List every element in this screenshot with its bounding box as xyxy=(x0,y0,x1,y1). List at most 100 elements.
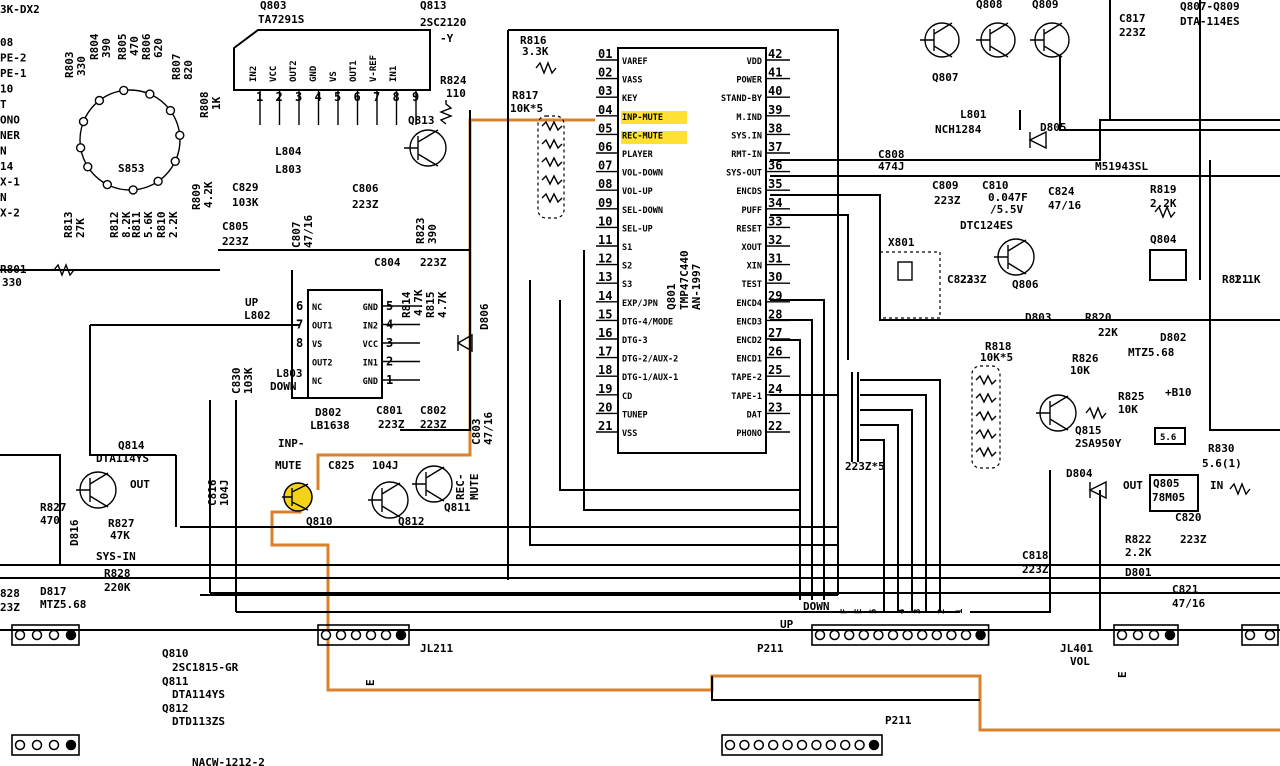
resistor-r801 xyxy=(53,263,75,277)
mcu-pin-name-reset: RESET xyxy=(736,224,762,234)
component-label: D817 xyxy=(40,585,67,598)
mcu-pin-name-tape-1: TAPE-1 xyxy=(731,392,762,402)
connector-p211-top xyxy=(811,624,990,646)
svg-text:2: 2 xyxy=(937,609,947,614)
component-label: 474J xyxy=(878,160,905,173)
connector-left-bottom xyxy=(11,734,80,756)
component-label: 23Z xyxy=(0,601,20,614)
component-label: 5.6(1) xyxy=(1202,457,1242,470)
component-label: 0.047F xyxy=(988,191,1028,204)
component-label: DOWN xyxy=(270,380,297,393)
left-edge-label: 10 xyxy=(0,83,13,96)
r818-resistor xyxy=(975,446,997,458)
inp-mute-highlight xyxy=(621,111,687,124)
svg-text:R809: R809 xyxy=(190,184,203,211)
p211-pin xyxy=(887,629,899,641)
component-label: R827 xyxy=(40,501,67,514)
inp-mute-trace-up xyxy=(316,118,595,490)
transistor-q810 xyxy=(282,482,313,512)
component-label: MUTE xyxy=(275,459,302,472)
left2-pin xyxy=(65,739,77,751)
component-label: R816 xyxy=(520,34,547,47)
mcu-pin-num: 02 xyxy=(598,66,612,80)
p211-pin xyxy=(858,629,870,641)
jl211-pin xyxy=(335,629,347,641)
component-label: 3K-DX2 xyxy=(0,3,40,16)
svg-text:4.7K: 4.7K xyxy=(412,289,425,316)
svg-text:D806: D806 xyxy=(478,303,491,330)
component-label: Q810 xyxy=(162,647,189,660)
svg-text:R803: R803 xyxy=(63,52,76,79)
d802-left-num: 6 xyxy=(296,299,303,313)
mcu-pin-num: 11 xyxy=(598,233,612,247)
box-5-6-label: 5.6 xyxy=(1160,433,1176,443)
component-label: DTD113ZS xyxy=(172,715,225,728)
mcu-pin-num: 24 xyxy=(768,382,782,396)
left-edge-label: X-2 xyxy=(0,207,20,220)
component-label: D801 xyxy=(1125,566,1152,579)
mcu-pin-num: 12 xyxy=(598,252,612,266)
component-label: C810 xyxy=(982,179,1009,192)
component-label: /5.5V xyxy=(990,203,1023,216)
svg-text:R804: R804 xyxy=(88,33,101,60)
r817-resistor xyxy=(541,174,563,186)
svg-text:5.6K: 5.6K xyxy=(142,211,155,238)
mcu-pin-num: 35 xyxy=(768,177,782,191)
component-label: R801 xyxy=(0,263,27,276)
component-label: Q808 xyxy=(976,0,1003,11)
mcu-pin-name-inp-mute: INP-MUTE xyxy=(622,113,663,123)
jl211-pin xyxy=(365,629,377,641)
svg-text:103K: 103K xyxy=(242,367,255,394)
p211b-pin xyxy=(854,739,865,751)
box-5-6 xyxy=(1154,427,1186,445)
component-label: C824 xyxy=(1048,185,1075,198)
connector-jl211 xyxy=(317,624,410,646)
mcu-pin-name-exp-jpn: EXP/JPN xyxy=(622,299,658,309)
component-label: C820 xyxy=(1175,511,1202,524)
mcu-pin-name-encd3: ENCD3 xyxy=(736,317,762,327)
transistor-q811 xyxy=(412,465,453,503)
component-label: 828 xyxy=(0,587,20,600)
svg-text:1K: 1K xyxy=(210,96,223,110)
r817-resistor xyxy=(541,138,563,150)
mcu-pin-num: 27 xyxy=(768,326,782,340)
component-label: L803 xyxy=(276,367,303,380)
q805-box xyxy=(1149,474,1199,512)
mcu-pin-num: 20 xyxy=(598,400,612,414)
transistor-q815 xyxy=(1036,394,1077,432)
component-label: 223Z*5 xyxy=(845,460,885,473)
jl401-pin xyxy=(1148,629,1160,641)
mcu-pin-name-stand-by: STAND-BY xyxy=(721,94,763,104)
svg-text:390: 390 xyxy=(100,38,113,58)
component-label: Q811 xyxy=(444,501,471,514)
p211b-pin xyxy=(724,739,736,751)
component-label: 223Z xyxy=(934,194,961,207)
d802-left-pin: NC xyxy=(312,377,322,387)
d802-left-pin: OUT2 xyxy=(312,359,332,369)
svg-text:2.2K: 2.2K xyxy=(167,211,180,238)
s853-contact xyxy=(145,89,155,99)
svg-text:390: 390 xyxy=(426,224,439,244)
q803-pin-name: IN2 xyxy=(249,66,259,82)
mcu-pin-name-sys-out: SYS-OUT xyxy=(726,169,762,179)
r818-resistor xyxy=(975,374,997,386)
mcu-pin-num: 38 xyxy=(768,121,782,135)
svg-text:E: E xyxy=(1116,671,1129,678)
svg-text:47/16: 47/16 xyxy=(302,215,315,248)
component-label: UP xyxy=(245,296,259,309)
mcu-pin-num: 28 xyxy=(768,307,782,321)
component-label: C801 xyxy=(376,404,403,417)
jl211-frame xyxy=(317,624,410,646)
mcu-pin-name-phono: PHONO xyxy=(736,429,762,439)
jl401-pin xyxy=(1164,629,1176,641)
mcu-pin-num: 17 xyxy=(598,345,612,359)
component-label: R824 xyxy=(440,74,467,87)
component-label: C817 xyxy=(1119,12,1146,25)
mcu-pin-num: 05 xyxy=(598,121,612,135)
component-label: 110 xyxy=(446,87,466,100)
connector-right xyxy=(1241,624,1279,646)
component-label: Q809 xyxy=(1032,0,1059,11)
p211b-frame xyxy=(721,734,883,756)
component-label: 2SC1815-GR xyxy=(172,661,239,674)
